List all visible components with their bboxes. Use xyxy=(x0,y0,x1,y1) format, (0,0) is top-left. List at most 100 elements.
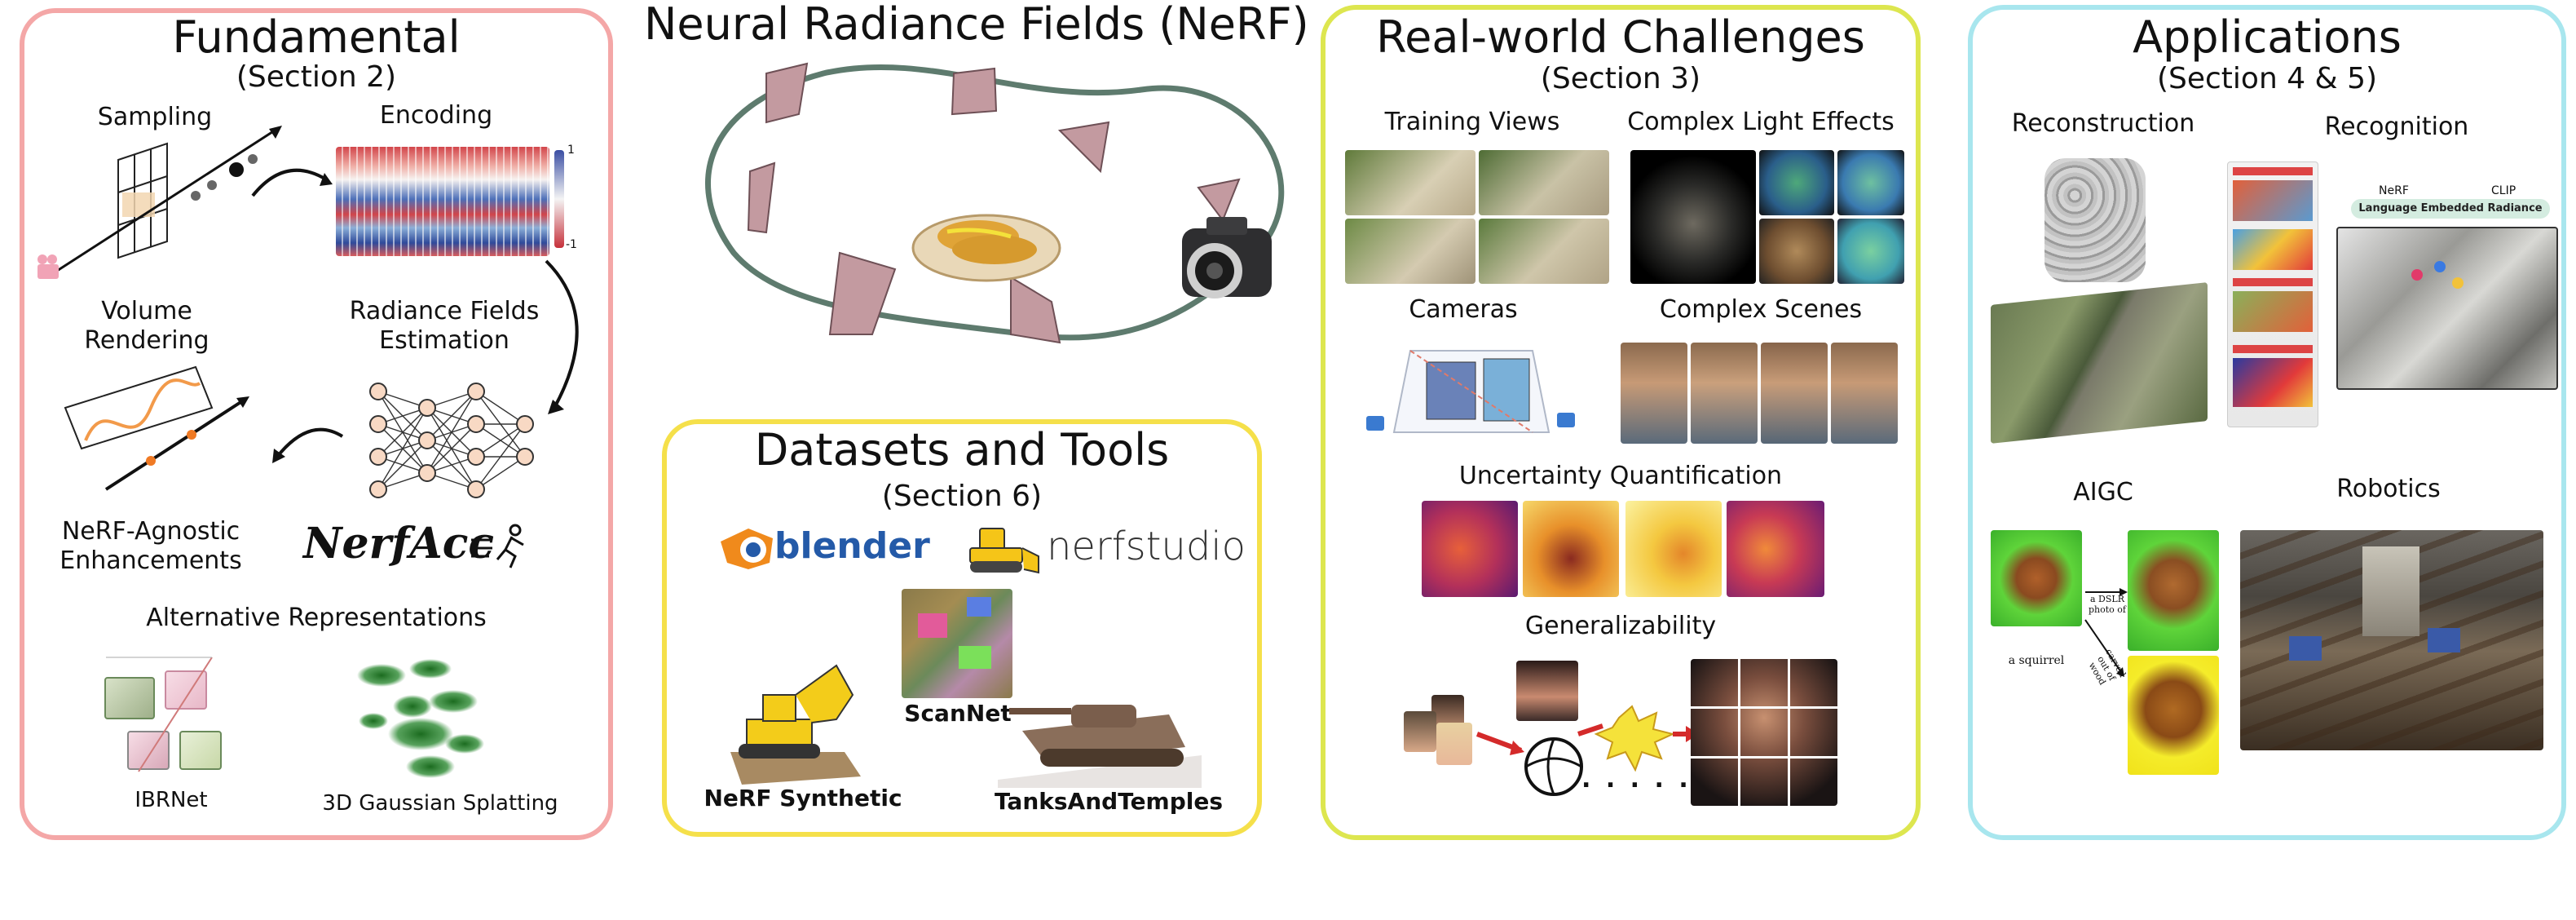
light-effects-rgb-2 xyxy=(1837,150,1904,215)
robotics-label: Robotics xyxy=(2336,475,2441,503)
blender-logo-icon xyxy=(721,529,773,569)
ibrnet-label: IBRNet xyxy=(135,788,208,812)
aigc-squirrel-caption: a squirrel xyxy=(2008,654,2065,667)
encoding-to-radiance-arrow xyxy=(545,259,579,414)
radiance-to-rendering-arrow xyxy=(272,427,344,463)
fundamental-section: (Section 2) xyxy=(236,60,397,94)
gaussian-label: 3D Gaussian Splatting xyxy=(322,791,558,816)
fundamental-title: Fundamental xyxy=(172,11,461,63)
gen-burst xyxy=(1594,705,1676,772)
agnostic-label-2: Enhancements xyxy=(60,546,242,575)
challenges-section: (Section 3) xyxy=(1540,62,1701,95)
tanks-label: TanksAndTemples xyxy=(994,788,1224,815)
camera-icon xyxy=(37,254,59,279)
lerf-nerf-label: NeRF xyxy=(2379,184,2409,197)
aigc-output-photo xyxy=(2128,530,2219,651)
encoding-colorbar-bottom: -1 xyxy=(566,238,577,251)
aigc-input-squirrel xyxy=(1991,530,2082,626)
robotics-church-scene xyxy=(2240,530,2543,750)
training-view-4 xyxy=(1479,219,1609,284)
camera-icon-large xyxy=(1182,217,1272,299)
uncertainty-map-3 xyxy=(1625,501,1722,597)
datasets-section: (Section 6) xyxy=(881,480,1043,513)
encoding-colorbar-top: 1 xyxy=(567,144,575,157)
cameras-label: Cameras xyxy=(1409,295,1518,324)
nerfacc-runner-icon xyxy=(471,524,524,568)
hotdog-plate xyxy=(911,214,1061,282)
recognition-query-strip xyxy=(2227,161,2318,427)
encoding-colorbar xyxy=(554,150,564,248)
gen-dots: . . . . . . xyxy=(1581,765,1716,794)
nerf-synthetic-label: NeRF Synthetic xyxy=(704,785,902,812)
aigc-dslr-caption: a DSLR photo of xyxy=(2089,594,2126,615)
alt-reps-label: Alternative Representations xyxy=(146,604,487,632)
uncertainty-map-1 xyxy=(1422,501,1518,597)
encoding-label: Encoding xyxy=(379,101,493,130)
uncertainty-map-2 xyxy=(1523,501,1619,597)
face-frame-4 xyxy=(1831,343,1898,444)
light-effects-rgb-3 xyxy=(1759,219,1834,284)
cameras-illustration xyxy=(1366,350,1575,433)
lerf-title-banner: Language Embedded Radiance Field xyxy=(2351,199,2550,219)
sampling-pixel xyxy=(122,192,155,217)
camera-frustums xyxy=(747,62,1241,344)
training-view-2 xyxy=(1479,150,1609,215)
camera-trajectory xyxy=(705,64,1285,341)
recognition-label: Recognition xyxy=(2324,113,2469,141)
training-views-label: Training Views xyxy=(1384,108,1560,136)
blender-logo-text: blender xyxy=(774,525,930,567)
lerf-title-text: Language Embedded Radiance Field xyxy=(2358,202,2543,215)
applications-title: Applications xyxy=(2133,11,2402,63)
face-frame-2 xyxy=(1691,343,1758,444)
generalizability-label: Generalizability xyxy=(1524,612,1717,640)
datasets-title: Datasets and Tools xyxy=(754,424,1170,475)
sampling-diagram xyxy=(37,126,282,279)
challenges-title: Real-world Challenges xyxy=(1376,11,1865,63)
tanks-illustration xyxy=(998,705,1202,788)
nerf-title: Neural Radiance Fields (NeRF) xyxy=(644,0,1309,50)
scannet-label: ScanNet xyxy=(904,700,1012,727)
face-frame-3 xyxy=(1761,343,1828,444)
gaussian-splats xyxy=(357,659,484,778)
sampling-label: Sampling xyxy=(97,103,213,131)
lerf-clip-label: CLIP xyxy=(2491,184,2516,197)
applications-section: (Section 4 & 5) xyxy=(2156,62,2378,95)
mlp-network xyxy=(369,383,534,498)
training-view-1 xyxy=(1345,150,1475,215)
nerfstudio-logo-text: nerfstudio xyxy=(1047,524,1246,569)
face-frame-1 xyxy=(1621,343,1687,444)
aigc-arrows xyxy=(2084,588,2128,677)
nerf-synthetic-lego xyxy=(730,664,861,785)
uncertainty-map-4 xyxy=(1727,501,1824,597)
scannet-image xyxy=(902,589,1012,698)
gen-output-grid xyxy=(1691,659,1837,806)
nerf-scene xyxy=(705,62,1285,344)
sampling-ray-arrowhead xyxy=(269,126,282,139)
encoding-heatmap xyxy=(336,147,549,256)
density-curve xyxy=(84,378,201,441)
reconstruction-aerial xyxy=(1991,282,2208,444)
volume-rendering-label-1: Volume xyxy=(101,297,192,325)
light-effects-label: Complex Light Effects xyxy=(1627,108,1895,136)
radiance-label-2: Estimation xyxy=(379,326,509,355)
gen-reference-face xyxy=(1516,661,1578,721)
render-ray xyxy=(104,398,246,491)
agnostic-label-1: NeRF-Agnostic xyxy=(61,517,240,546)
light-effects-pinecone xyxy=(1630,150,1756,284)
aigc-label: AIGC xyxy=(2073,478,2133,506)
reconstruction-label: Reconstruction xyxy=(2011,109,2195,138)
nerfstudio-bulldozer-icon xyxy=(969,528,1039,574)
light-effects-rgb-4 xyxy=(1837,219,1904,284)
aigc-output-wood xyxy=(2128,656,2219,775)
light-effects-rgb-1 xyxy=(1759,150,1834,215)
nerfacc-logo: NerfAcc xyxy=(303,519,495,568)
sampling-to-encoding-arrow xyxy=(251,168,333,197)
gen-input-face-2 xyxy=(1404,711,1436,752)
recognition-room-cube xyxy=(2336,227,2558,390)
ibrnet-illustration xyxy=(90,649,228,778)
sampling-ray xyxy=(56,127,278,272)
reconstruction-mesh xyxy=(2044,158,2146,282)
uncertainty-label: Uncertainty Quantification xyxy=(1458,462,1783,490)
sampling-points xyxy=(191,154,258,201)
training-view-3 xyxy=(1345,219,1475,284)
